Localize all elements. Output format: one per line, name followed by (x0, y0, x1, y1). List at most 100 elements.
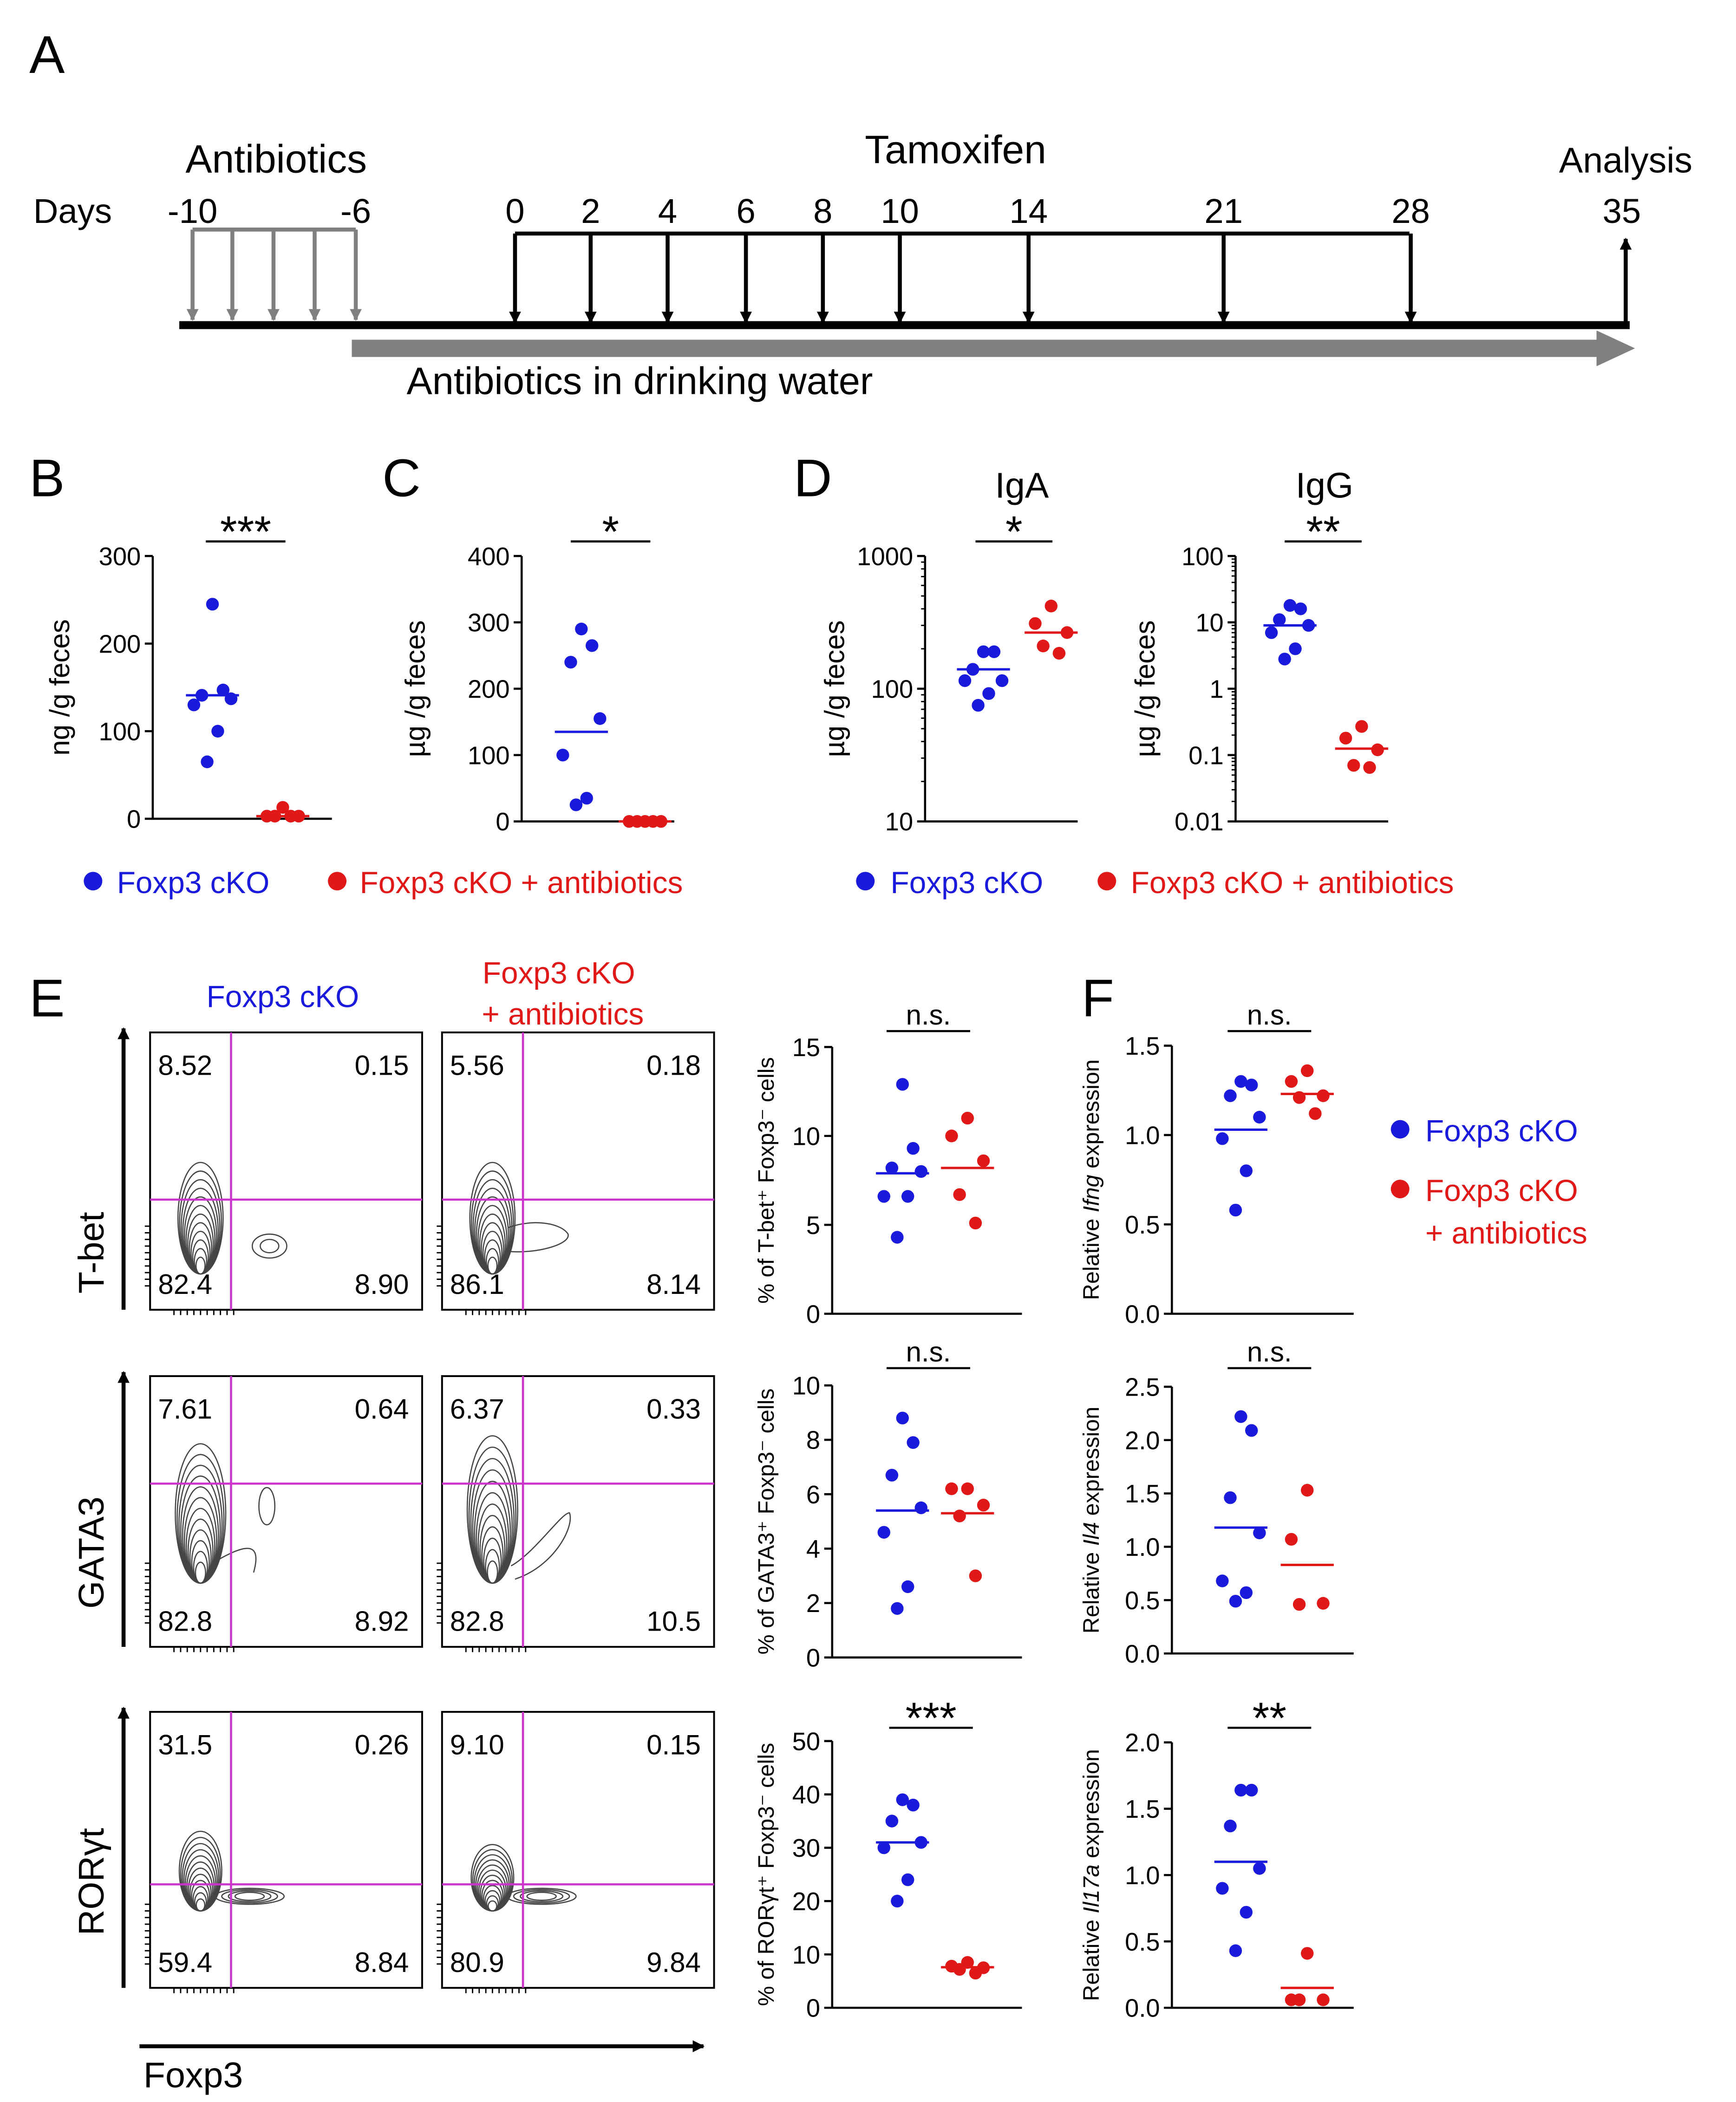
data-point (901, 1873, 914, 1887)
data-point (1234, 1075, 1247, 1088)
y-axis-label: Relative Ifng expression (1079, 1059, 1104, 1300)
data-point (987, 645, 1001, 659)
data-point (1253, 1862, 1266, 1875)
quadrant-lower-right: 8.84 (355, 1947, 409, 1978)
contour-line (195, 1561, 206, 1584)
data-point (891, 1602, 904, 1615)
legend-label-abx-1: Foxp3 cKO (1425, 1174, 1578, 1208)
foxp3-axis-label: Foxp3 (144, 2056, 243, 2095)
y-tick-label: 10 (792, 1122, 820, 1150)
legend-marker-cko (84, 872, 103, 891)
y-tick-label: 0.0 (1125, 1640, 1160, 1668)
y-tick-label: 200 (99, 630, 141, 658)
quadrant-upper-right: 0.18 (646, 1050, 701, 1081)
significance-label: n.s. (906, 999, 951, 1031)
quadrant-lower-right: 8.14 (646, 1269, 701, 1300)
legend-marker-cko (1390, 1120, 1410, 1139)
data-point (1224, 1819, 1237, 1833)
data-point (1240, 1164, 1253, 1177)
contour-line (487, 1560, 498, 1584)
legend-f: Foxp3 cKO Foxp3 cKO + antibiotics (1390, 1114, 1587, 1250)
contour-line (487, 1900, 497, 1912)
y-tick-label: 10 (792, 1941, 820, 1969)
quadrant-upper-left: 31.5 (158, 1729, 212, 1760)
data-point (1240, 1586, 1253, 1599)
analysis-day: 35 (1603, 192, 1641, 230)
y-tick-label: 10 (792, 1372, 820, 1400)
y-tick-label: 0 (496, 808, 509, 836)
data-point (1052, 646, 1066, 660)
data-point (1216, 1574, 1229, 1587)
plot-title: IgG (1296, 465, 1353, 505)
data-point (945, 1129, 958, 1142)
contour-line (510, 1512, 571, 1580)
significance-label: n.s. (906, 1337, 951, 1368)
data-point (569, 798, 583, 811)
y-tick-label: 0.1 (1188, 741, 1223, 770)
data-point (885, 1469, 899, 1482)
quadrant-upper-right: 0.15 (646, 1729, 701, 1760)
data-point (896, 1411, 909, 1425)
quadrant-lower-right: 8.90 (355, 1269, 409, 1300)
data-point (995, 674, 1009, 687)
flow-plot-frame (441, 1031, 715, 1311)
data-point (907, 1142, 920, 1155)
quadrant-lower-left: 82.8 (158, 1606, 212, 1637)
y-tick-label: 0.0 (1125, 1994, 1160, 2023)
y-tick-label: 40 (792, 1781, 820, 1809)
flow-plot-frame (441, 1375, 715, 1648)
data-point (1253, 1110, 1266, 1124)
contour-line (234, 1892, 265, 1901)
antibiotics-label: Antibiotics (185, 137, 367, 181)
data-point (977, 1499, 990, 1512)
data-point (907, 1436, 920, 1449)
data-point (901, 1190, 914, 1203)
data-point (982, 687, 995, 700)
data-point (907, 1798, 920, 1812)
flow-y-axis-label: RORγt (72, 1828, 111, 1935)
flow-y-axis-label: GATA3 (72, 1496, 111, 1608)
y-tick-label: 0 (806, 1994, 820, 2023)
legend-bc: Foxp3 cKO Foxp3 cKO + antibiotics (84, 866, 683, 900)
contour-line (196, 1898, 206, 1912)
data-point (896, 1793, 909, 1806)
data-point (891, 1231, 904, 1244)
data-point (1234, 1783, 1247, 1797)
drinking-water-label: Antibiotics in drinking water (407, 359, 873, 403)
significance-label: * (1005, 507, 1023, 556)
data-point (1285, 1075, 1298, 1088)
data-point (1224, 1089, 1237, 1103)
y-axis-label: % of RORγt⁺ Foxp3⁻ cells (754, 1743, 779, 2006)
drinking-water-arrowhead (1596, 330, 1635, 366)
panel-letter-a: A (29, 26, 65, 85)
data-point (961, 1482, 974, 1495)
data-point (877, 1190, 891, 1203)
y-tick-label: 1.5 (1125, 1032, 1160, 1060)
data-point (1301, 1947, 1314, 1960)
data-point (1317, 1993, 1330, 2006)
y-axis-label: µg /g feces (1129, 620, 1161, 757)
y-tick-label: 2.5 (1125, 1373, 1160, 1401)
panel-letter-c: C (382, 449, 421, 508)
data-point (1339, 731, 1352, 745)
contour-line (221, 1889, 278, 1904)
y-tick-label: 0.5 (1125, 1928, 1160, 1956)
y-tick-label: 20 (792, 1887, 820, 1916)
tamoxifen-day-label: 28 (1391, 192, 1430, 230)
data-point (276, 801, 289, 814)
data-point (1229, 1944, 1242, 1957)
tamoxifen-day-label: 21 (1204, 192, 1243, 230)
y-tick-label: 2.0 (1125, 1426, 1160, 1455)
y-tick-label: 200 (468, 675, 510, 703)
panel-letter-e: E (29, 969, 65, 1028)
y-axis-label: % of T-bet⁺ Foxp3⁻ cells (754, 1057, 779, 1304)
quadrant-lower-left: 86.1 (450, 1269, 504, 1300)
data-point (1044, 600, 1058, 613)
quadrant-upper-right: 0.15 (355, 1050, 409, 1081)
data-point (575, 622, 588, 636)
